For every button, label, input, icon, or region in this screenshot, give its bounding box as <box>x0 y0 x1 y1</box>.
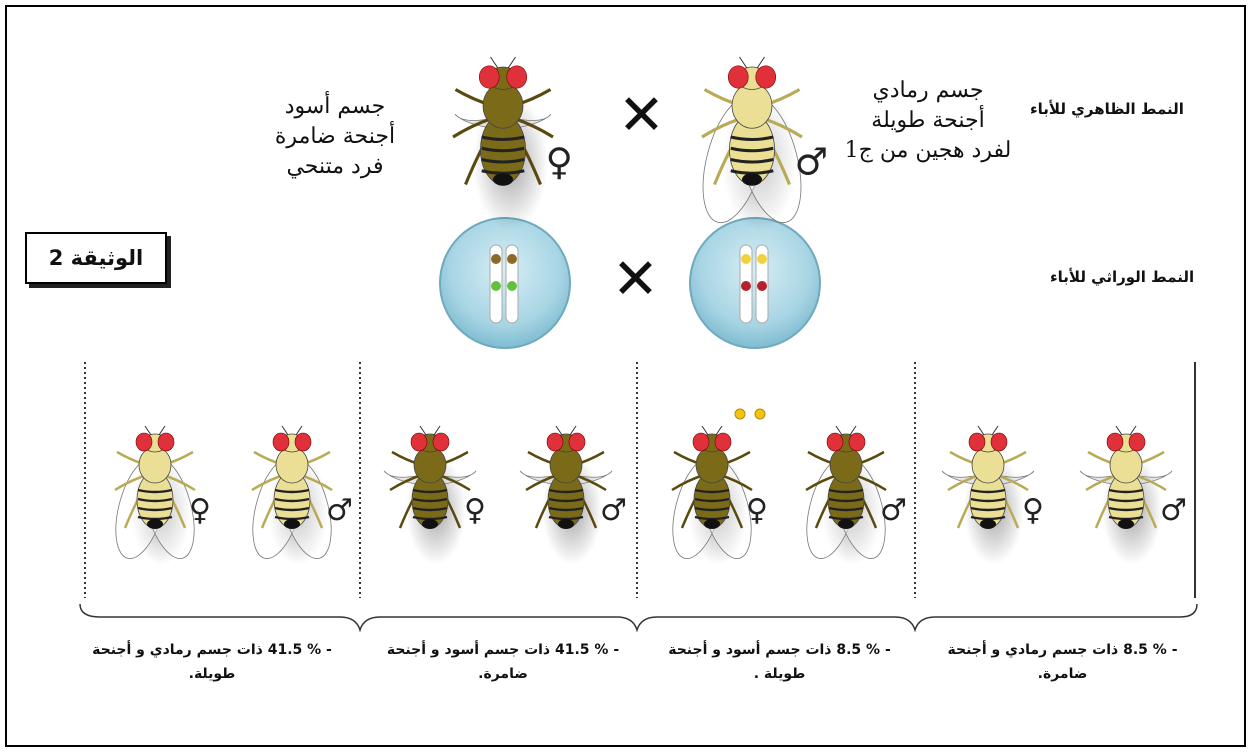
offspring-caption-1-line-2: ضامرة. <box>935 662 1190 686</box>
fly-offspring-1-male: ♂ <box>1080 426 1187 565</box>
offspring-caption-3-line-1: - % 41.5 ذات جسم أسود و أجنحة <box>372 638 634 662</box>
female-symbol-icon: ♀ <box>546 140 573 184</box>
genotype-title: النمط الوراثي للأباء <box>1050 268 1194 286</box>
fly-offspring-4-male: ♂ <box>243 426 353 565</box>
left-parent-description: جسم أسود أجنحة ضامرة فرد متنحي <box>260 92 410 182</box>
fly-offspring-4-female: ♀ <box>106 426 211 565</box>
left-parent-line-1: جسم أسود <box>260 92 410 122</box>
male-symbol-icon: ♂ <box>880 493 907 528</box>
right-parent-line-3: لفرد هجين من ج1 <box>838 136 1018 166</box>
offspring-caption-4-line-2: طويلة. <box>72 662 352 686</box>
male-symbol-icon: ♂ <box>1160 493 1187 528</box>
right-parent-description: جسم رمادي أجنحة طويلة لفرد هجين من ج1 <box>838 76 1018 166</box>
right-parent-line-2: أجنحة طويلة <box>838 106 1018 136</box>
fly-offspring-2-male: ♂ <box>797 426 907 565</box>
cell-left-parent <box>440 218 570 348</box>
left-parent-line-2: أجنحة ضامرة <box>260 122 410 152</box>
male-symbol-icon: ♂ <box>326 493 353 528</box>
offspring-caption-4: - % 41.5 ذات جسم رمادي و أجنحة طويلة. <box>72 638 352 686</box>
fly-offspring-3-female: ♀ <box>384 426 486 565</box>
female-symbol-icon: ♀ <box>464 493 486 528</box>
cross-icon-phenotype: ✕ <box>618 88 665 144</box>
document-label: الوثيقة 2 <box>25 232 167 284</box>
cell-right-parent <box>690 218 820 348</box>
female-symbol-icon: ♀ <box>189 493 211 528</box>
offspring-caption-1: - % 8.5 ذات جسم رمادي و أجنحة ضامرة. <box>935 638 1190 686</box>
female-symbol-icon: ♀ <box>746 493 768 528</box>
male-symbol-icon: ♂ <box>600 493 627 528</box>
fly-parent-male-grey-long: ♂ <box>691 57 828 231</box>
fly-offspring-1-female: ♀ <box>942 426 1044 565</box>
offspring-caption-2: - % 8.5 ذات جسم أسود و أجنحة طويلة . <box>652 638 907 686</box>
offspring-caption-3: - % 41.5 ذات جسم أسود و أجنحة ضامرة. <box>372 638 634 686</box>
male-symbol-icon: ♂ <box>795 140 829 184</box>
offspring-caption-1-line-1: - % 8.5 ذات جسم رمادي و أجنحة <box>935 638 1190 662</box>
offspring-dividers <box>85 362 1195 598</box>
fly-parent-female-black-vestigial: ♀ <box>453 57 573 231</box>
offspring-caption-3-line-2: ضامرة. <box>372 662 634 686</box>
cross-icon-genotype: ✕ <box>612 252 659 308</box>
offspring-caption-2-line-1: - % 8.5 ذات جسم أسود و أجنحة <box>652 638 907 662</box>
left-parent-line-3: فرد متنحي <box>260 152 410 182</box>
offspring-caption-4-line-1: - % 41.5 ذات جسم رمادي و أجنحة <box>72 638 352 662</box>
fly-offspring-2-female: ♀ <box>663 426 768 565</box>
offspring-bracket <box>80 604 1197 630</box>
phenotype-title: النمط الظاهري للأباء <box>1030 100 1184 118</box>
female-symbol-icon: ♀ <box>1022 493 1044 528</box>
right-parent-line-1: جسم رمادي <box>838 76 1018 106</box>
offspring-caption-2-line-2: طويلة . <box>652 662 907 686</box>
fly-offspring-3-male: ♂ <box>520 426 627 565</box>
